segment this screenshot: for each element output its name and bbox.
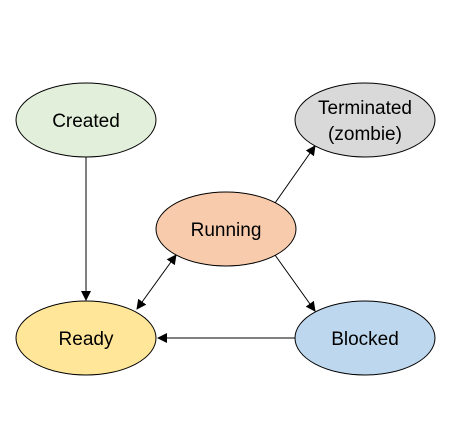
node-ready-label: Ready [59, 329, 114, 350]
node-ready: Ready [15, 300, 157, 376]
node-terminated-label-line2: (zombie) [328, 124, 402, 145]
node-blocked-shape [294, 300, 436, 376]
edge-running-to-blocked [274, 254, 316, 312]
node-running: Running [155, 191, 297, 267]
node-terminated-label-line1: Terminated [318, 98, 412, 119]
node-created-label: Created [52, 111, 120, 132]
node-created: Created [15, 82, 157, 158]
node-created-shape [15, 82, 157, 158]
node-blocked-label: Blocked [331, 329, 399, 350]
node-blocked: Blocked [294, 300, 436, 376]
node-terminated: Terminated (zombie) [294, 82, 436, 158]
edge-running-to-terminated [274, 145, 316, 204]
node-running-shape [155, 191, 297, 267]
node-ready-shape [15, 300, 157, 376]
node-terminated-shape [294, 82, 436, 158]
edge-running-ready-bidirectional [136, 254, 177, 310]
node-running-label: Running [191, 220, 262, 241]
